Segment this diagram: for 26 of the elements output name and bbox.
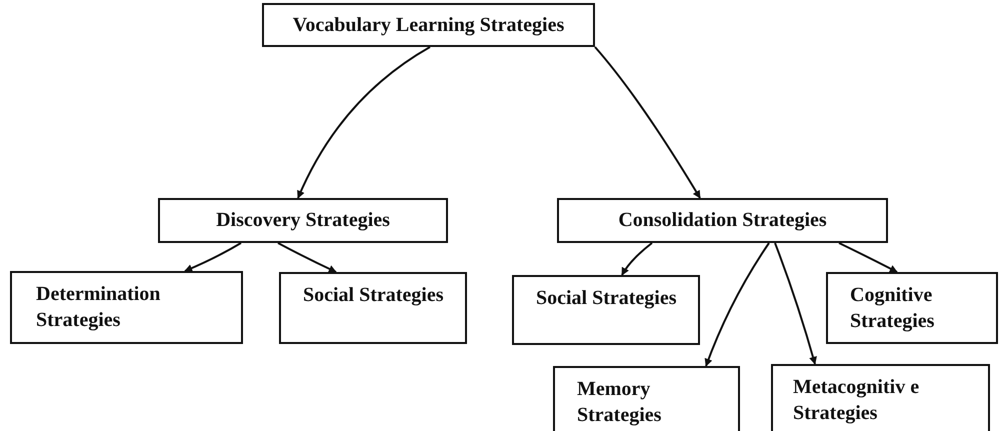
strategy-box: [512, 275, 700, 345]
box-label: Memory Strategies: [577, 377, 662, 428]
strategy-box: [553, 366, 740, 431]
strategy-box: [279, 272, 467, 344]
arrow: [184, 242, 242, 272]
box-label: Metacognitiv e Strategies: [793, 375, 920, 426]
box-label: Social Strategies: [536, 286, 678, 311]
box-label: Vocabulary Learning Strategies: [292, 13, 566, 38]
strategy-box: [10, 271, 243, 344]
arrow: [704, 242, 770, 367]
strategy-box: [557, 198, 888, 243]
box-label: Determination Strategies: [36, 282, 162, 333]
arrow: [838, 242, 898, 273]
strategy-box: [158, 198, 448, 243]
arrow: [594, 46, 701, 199]
box-label: Cognitive Strategies: [850, 283, 936, 334]
strategy-box: [826, 272, 998, 344]
box-label: Social Strategies: [303, 283, 445, 308]
strategy-box: [771, 364, 990, 431]
arrow: [774, 242, 817, 365]
box-label: Consolidation Strategies: [617, 208, 828, 233]
arrow: [278, 242, 337, 273]
arrow: [621, 242, 653, 276]
strategy-box: [262, 3, 595, 47]
arrow: [297, 46, 431, 199]
box-label: Discovery Strategies: [215, 208, 391, 233]
